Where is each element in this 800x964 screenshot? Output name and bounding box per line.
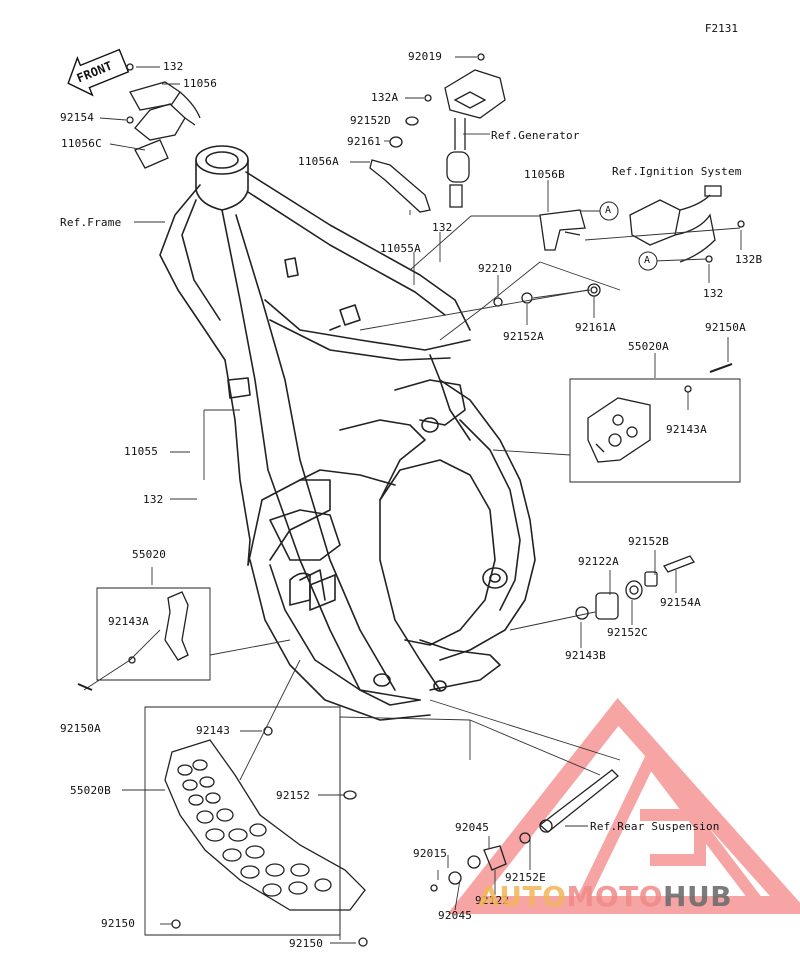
part-92122A: 92122A xyxy=(578,555,619,568)
part-132A: 132A xyxy=(371,91,399,104)
skid-plate-55020A xyxy=(587,363,733,463)
part-92143B: 92143B xyxy=(565,649,606,662)
lead-lines xyxy=(83,56,742,944)
part-92045-bottom: 92045 xyxy=(438,909,473,922)
part-92150-bottom: 92150 xyxy=(289,937,324,950)
main-frame xyxy=(159,145,536,721)
part-92015: 92015 xyxy=(413,847,448,860)
part-55020B: 55020B xyxy=(70,784,111,797)
part-92152B: 92152B xyxy=(628,535,669,548)
watermark-text: AUTOMOTOHUB xyxy=(478,880,732,913)
part-132-mid: 132 xyxy=(432,221,453,234)
part-92152D: 92152D xyxy=(350,114,391,127)
part-92152: 92152 xyxy=(276,789,311,802)
watermark-logo xyxy=(447,697,800,914)
part-92161A: 92161A xyxy=(575,321,616,334)
part-92045-top: 92045 xyxy=(455,821,490,834)
part-92150A-right: 92150A xyxy=(705,321,746,334)
part-55020A: 55020A xyxy=(628,340,669,353)
callout-circles xyxy=(599,201,658,271)
part-92122: 92122 xyxy=(475,894,510,907)
top-bracket-assembly xyxy=(126,63,201,169)
part-92143A-right: 92143A xyxy=(666,423,707,436)
part-132-right: 132 xyxy=(703,287,724,300)
part-11056B: 11056B xyxy=(524,168,565,181)
part-92150-left: 92150 xyxy=(101,917,136,930)
watermark-auto: AUTO xyxy=(478,880,567,913)
ref-generator-label: Ref.Generator xyxy=(491,129,580,142)
ref-ignition-label: Ref.Ignition System xyxy=(612,165,742,178)
part-11056A: 11056A xyxy=(298,155,339,168)
part-92019: 92019 xyxy=(408,50,443,63)
callout-a-bottom: A xyxy=(644,255,651,266)
part-132-top: 132 xyxy=(163,60,184,73)
front-arrow xyxy=(67,48,130,97)
rear-pivot-parts xyxy=(430,555,695,892)
part-92154: 92154 xyxy=(60,111,95,124)
watermark-moto: MOTO xyxy=(566,880,664,913)
part-132B: 132B xyxy=(735,253,763,266)
part-92152C: 92152C xyxy=(607,626,648,639)
ref-frame-label: Ref.Frame xyxy=(60,216,122,229)
part-11055A: 11055A xyxy=(380,242,421,255)
watermark-hub: HUB xyxy=(663,880,733,913)
part-92152A: 92152A xyxy=(503,330,544,343)
part-11055: 11055 xyxy=(124,445,159,458)
part-92154A: 92154A xyxy=(660,596,701,609)
ref-rear-suspension-label: Ref.Rear Suspension xyxy=(590,820,720,833)
part-92161: 92161 xyxy=(347,135,382,148)
part-55020: 55020 xyxy=(132,548,167,561)
part-92152E: 92152E xyxy=(505,871,546,884)
part-11056C: 11056C xyxy=(61,137,102,150)
skid-plate-55020B xyxy=(164,726,368,947)
generator-assembly xyxy=(369,53,506,213)
part-92143A-left: 92143A xyxy=(108,615,149,628)
callout-a-top: A xyxy=(605,205,612,216)
part-92150A-left: 92150A xyxy=(60,722,101,735)
part-132-left: 132 xyxy=(143,493,164,506)
part-92210: 92210 xyxy=(478,262,513,275)
figure-code: F2131 xyxy=(704,22,738,35)
guard-boxes xyxy=(96,378,741,936)
skid-plate-55020 xyxy=(77,591,189,691)
part-92143: 92143 xyxy=(196,724,231,737)
part-11056: 11056 xyxy=(183,77,218,90)
